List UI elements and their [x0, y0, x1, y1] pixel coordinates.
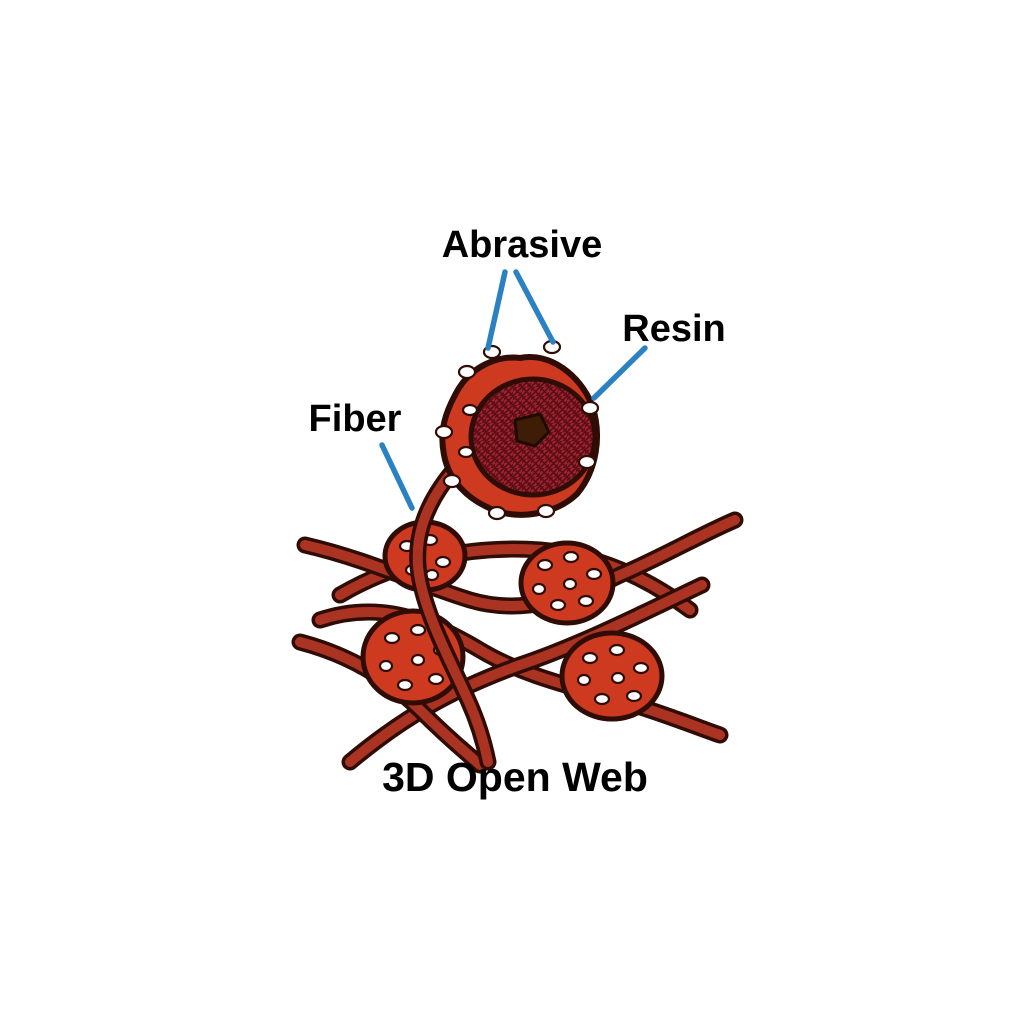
abrasive-node — [360, 608, 466, 706]
label-abrasive: Abrasive — [442, 224, 603, 266]
resin-leader-line — [591, 345, 648, 401]
caption-3d-open-web: 3D Open Web — [382, 754, 648, 800]
label-resin: Resin — [622, 308, 725, 350]
label-fiber: Fiber — [309, 398, 402, 440]
abrasive-node — [518, 540, 616, 626]
fiber-cross-section — [434, 339, 600, 521]
leader-lines — [379, 269, 648, 511]
abrasive-leader-line-left — [485, 269, 508, 351]
fiber-core — [513, 412, 551, 448]
abrasive-leader-line-right — [513, 269, 556, 345]
fiber-stem — [409, 463, 497, 771]
abrasive-node — [559, 630, 665, 722]
fiber-leader-line — [379, 442, 415, 511]
